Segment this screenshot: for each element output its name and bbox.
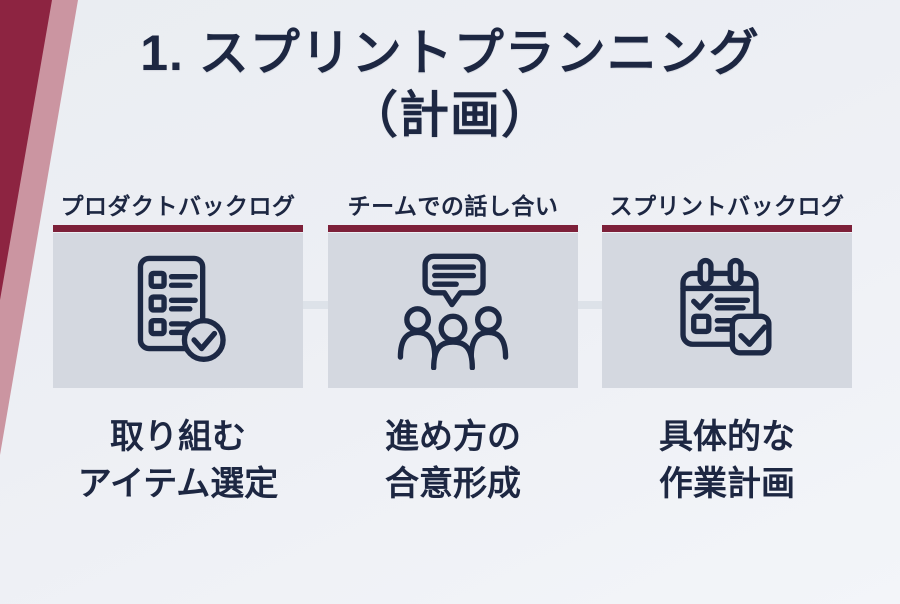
- icon-box: [53, 233, 303, 388]
- caption-line2: 合意形成: [385, 465, 521, 503]
- caption-line1: 進め方の: [385, 418, 521, 456]
- column-product-backlog: プロダクトバックログ 取り組む アイテム選定: [53, 190, 303, 508]
- column-header: チームでの話し合い: [347, 193, 559, 219]
- page-title-line1: 1. スプリントプランニング: [140, 25, 760, 81]
- column-caption: 具体的な 作業計画: [602, 414, 852, 508]
- accent-bar: [328, 225, 578, 232]
- calendar-check-icon: [680, 257, 772, 356]
- flow-connector-1: [301, 301, 330, 309]
- column-sprint-backlog: スプリントバックログ 具体的な 作業計画: [602, 190, 852, 508]
- flow-connector-2: [576, 301, 604, 309]
- column-caption: 取り組む アイテム選定: [53, 414, 303, 508]
- caption-line2: 作業計画: [659, 465, 795, 503]
- icon-box: [328, 233, 578, 388]
- page-title-line2: （計画）: [348, 87, 552, 143]
- icon-box: [602, 233, 852, 388]
- column-header: プロダクトバックログ: [60, 193, 296, 219]
- checklist-check-icon: [137, 255, 226, 362]
- column-team-discussion: チームでの話し合い 進め方の 合意形成: [328, 190, 578, 508]
- column-caption: 進め方の 合意形成: [328, 414, 578, 508]
- caption-line1: 具体的な: [659, 418, 795, 456]
- page-title: 1. スプリントプランニング （計画）: [0, 22, 900, 146]
- column-header: スプリントバックログ: [609, 193, 845, 219]
- accent-bar: [602, 225, 852, 232]
- caption-line2: アイテム選定: [77, 465, 279, 503]
- caption-line1: 取り組む: [110, 418, 246, 456]
- accent-bar: [53, 225, 303, 232]
- team-discussion-icon: [397, 253, 509, 370]
